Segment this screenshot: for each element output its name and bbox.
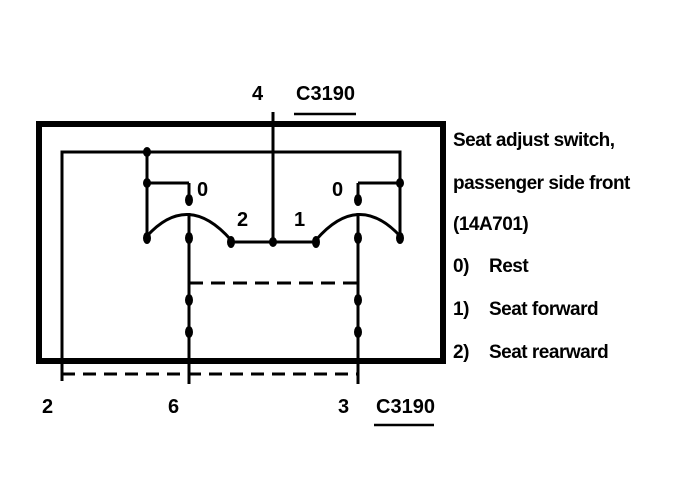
legend-title-line: Seat adjust switch,	[453, 130, 615, 151]
bottom-pin-3: 3	[338, 396, 349, 418]
contact-dot	[143, 232, 151, 244]
contact-dot	[143, 147, 151, 157]
bottom-pin-2: 2	[42, 396, 53, 418]
contact-dot	[185, 194, 193, 206]
contact-dot	[312, 236, 320, 248]
contact-dot	[354, 194, 362, 206]
top-connector-pin: 4	[252, 83, 264, 105]
legend-text: Seat rearward	[489, 342, 608, 363]
left-position-label: 2	[237, 209, 248, 231]
contact-dot	[185, 326, 193, 338]
legend-key: 2)	[453, 342, 469, 363]
contact-dot	[354, 294, 362, 306]
bottom-pin-6: 6	[168, 396, 179, 418]
contact-dot	[143, 178, 151, 188]
legend-key: 0)	[453, 256, 469, 277]
contact-dot	[354, 232, 362, 244]
legend: Seat adjust switch, passenger side front…	[453, 130, 632, 363]
contact-dot	[269, 237, 277, 247]
contact-dot	[185, 232, 193, 244]
contact-dot	[396, 232, 404, 244]
contact-dot	[185, 294, 193, 306]
contact-dot	[227, 236, 235, 248]
legend-text: Rest	[489, 256, 529, 277]
contact-dot	[354, 326, 362, 338]
top-connector-id: C3190	[296, 83, 355, 105]
outer-loop-wire	[60, 150, 402, 374]
left-rest-label: 0	[197, 179, 208, 201]
contact-dots	[143, 147, 404, 338]
legend-text: Seat forward	[489, 299, 598, 320]
legend-title-line: passenger side front	[453, 173, 631, 194]
legend-title-line: (14A701)	[453, 214, 528, 235]
right-position-label: 1	[294, 209, 305, 231]
right-rest-label: 0	[332, 179, 343, 201]
bottom-connector-id: C3190	[376, 396, 435, 418]
contact-dot	[396, 178, 404, 188]
switch-housing	[36, 121, 446, 364]
legend-key: 1)	[453, 299, 469, 320]
